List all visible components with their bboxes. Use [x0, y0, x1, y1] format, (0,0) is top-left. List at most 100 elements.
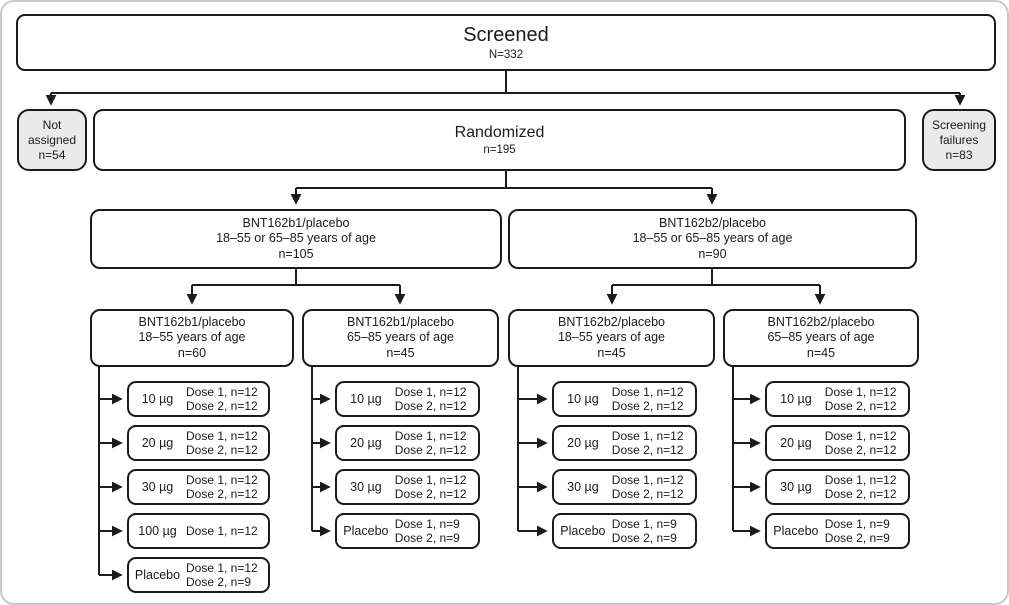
- randomized-title: Randomized: [454, 123, 545, 141]
- screening-failures-count: n=83: [945, 147, 973, 162]
- dose-counts: Dose 1, n=12 Dose 2, n=12: [186, 473, 268, 501]
- dose-line-2: Dose 2, n=12: [611, 443, 684, 457]
- group-ages: 65–85 years of age: [767, 330, 875, 345]
- dose-line-1: Dose 1, n=12: [611, 472, 684, 487]
- dose-line-1: Dose 1, n=12: [611, 428, 684, 443]
- group-name: BNT162b1/placebo: [346, 314, 455, 329]
- dose-line-1: Dose 1, n=12: [185, 560, 258, 575]
- dose-line-1: Dose 1, n=12: [824, 472, 897, 487]
- dose-line-2: Dose 2, n=9: [824, 531, 890, 545]
- group-ages: 65–85 years of age: [346, 330, 455, 345]
- screening-failures-box: Screening failures n=83: [922, 109, 996, 171]
- dose-box-c2-placebo: Placebo Dose 1, n=9 Dose 2, n=9: [335, 513, 480, 549]
- group-box-b1-younger: BNT162b1/placebo 18–55 years of age n=60: [90, 309, 294, 367]
- dose-box-c4-placebo: Placebo Dose 1, n=9 Dose 2, n=9: [765, 513, 910, 549]
- dose-box-c1-10ug: 10 µg Dose 1, n=12 Dose 2, n=12: [127, 381, 270, 417]
- dose-line-2: Dose 2, n=12: [824, 443, 897, 457]
- dose-line-2: Dose 2, n=12: [824, 399, 897, 413]
- dose-line-2: Dose 2, n=12: [185, 399, 258, 413]
- dose-box-c4-10ug: 10 µg Dose 1, n=12 Dose 2, n=12: [765, 381, 910, 417]
- dose-box-c3-placebo: Placebo Dose 1, n=9 Dose 2, n=9: [552, 513, 697, 549]
- group-box-b1-older: BNT162b1/placebo 65–85 years of age n=45: [302, 309, 499, 367]
- dose-line-2: Dose 2, n=9: [611, 531, 677, 545]
- arm-ages: 18–55 or 65–85 years of age: [632, 231, 793, 246]
- dose-line-1: Dose 1, n=9: [394, 516, 460, 531]
- dose-line-1: Dose 1, n=12: [185, 523, 258, 538]
- dose-counts: Dose 1, n=12 Dose 2, n=12: [395, 385, 478, 413]
- group-ages: 18–55 years of age: [138, 330, 246, 345]
- dose-box-c1-30ug: 30 µg Dose 1, n=12 Dose 2, n=12: [127, 469, 270, 505]
- dose-label: 30 µg: [350, 480, 382, 494]
- dose-line-1: Dose 1, n=12: [394, 384, 467, 399]
- arm-ages: 18–55 or 65–85 years of age: [216, 231, 376, 246]
- dose-box-c1-100ug: 100 µg Dose 1, n=12: [127, 513, 270, 549]
- group-count: n=45: [386, 345, 415, 360]
- dose-label: Placebo: [560, 524, 606, 538]
- dose-label: Placebo: [773, 524, 819, 538]
- not-assigned-count: n=54: [38, 147, 66, 162]
- not-assigned-box: Not assigned n=54: [17, 109, 87, 171]
- arm-count: n=105: [278, 246, 314, 261]
- group-ages: 18–55 years of age: [557, 330, 666, 345]
- dose-line-2: Dose 2, n=12: [611, 487, 684, 501]
- dose-label: 20 µg: [780, 436, 812, 450]
- dose-line-1: Dose 1, n=12: [824, 428, 897, 443]
- dose-counts: Dose 1, n=12 Dose 2, n=12: [186, 429, 268, 457]
- arm-name: BNT162b1/placebo: [242, 215, 350, 230]
- dose-box-c2-30ug: 30 µg Dose 1, n=12 Dose 2, n=12: [335, 469, 480, 505]
- dose-line-2: Dose 2, n=9: [185, 575, 252, 589]
- screening-failures-label: Screening failures: [931, 117, 987, 147]
- dose-box-c3-30ug: 30 µg Dose 1, n=12 Dose 2, n=12: [552, 469, 697, 505]
- dose-line-2: Dose 2, n=12: [185, 443, 258, 457]
- randomized-count: n=195: [483, 143, 516, 156]
- dose-counts: Dose 1, n=12 Dose 2, n=12: [612, 473, 695, 501]
- dose-label: Placebo: [134, 568, 181, 582]
- dose-label: 100 µg: [138, 524, 177, 538]
- group-count: n=60: [177, 345, 207, 360]
- dose-box-c3-10ug: 10 µg Dose 1, n=12 Dose 2, n=12: [552, 381, 697, 417]
- dose-box-c4-30ug: 30 µg Dose 1, n=12 Dose 2, n=12: [765, 469, 910, 505]
- dose-counts: Dose 1, n=9 Dose 2, n=9: [825, 517, 908, 545]
- dose-counts: Dose 1, n=9 Dose 2, n=9: [395, 517, 478, 545]
- dose-label: 10 µg: [567, 392, 599, 406]
- arm-box-bnt162b1: BNT162b1/placebo 18–55 or 65–85 years of…: [90, 209, 502, 269]
- dose-line-2: Dose 2, n=12: [394, 399, 467, 413]
- arm-count: n=90: [698, 246, 727, 261]
- dose-line-1: Dose 1, n=9: [611, 516, 677, 531]
- dose-label: 20 µg: [567, 436, 599, 450]
- dose-box-c2-20ug: 20 µg Dose 1, n=12 Dose 2, n=12: [335, 425, 480, 461]
- dose-line-1: Dose 1, n=12: [824, 384, 897, 399]
- dose-line-1: Dose 1, n=12: [611, 384, 684, 399]
- dose-label: 30 µg: [780, 480, 812, 494]
- dose-label: 20 µg: [141, 436, 174, 450]
- dose-counts: Dose 1, n=9 Dose 2, n=9: [612, 517, 695, 545]
- dose-label: 10 µg: [141, 392, 174, 406]
- dose-line-1: Dose 1, n=9: [824, 516, 890, 531]
- dose-line-1: Dose 1, n=12: [185, 428, 258, 443]
- screened-title: Screened: [463, 23, 549, 46]
- group-box-b2-older: BNT162b2/placebo 65–85 years of age n=45: [723, 309, 919, 367]
- dose-counts: Dose 1, n=12 Dose 2, n=12: [825, 385, 908, 413]
- dose-counts: Dose 1, n=12 Dose 2, n=12: [825, 429, 908, 457]
- not-assigned-label: Not assigned: [27, 117, 77, 147]
- dose-line-1: Dose 1, n=12: [394, 428, 467, 443]
- dose-line-1: Dose 1, n=12: [185, 384, 258, 399]
- group-name: BNT162b1/placebo: [138, 314, 246, 329]
- dose-counts: Dose 1, n=12 Dose 2, n=12: [395, 473, 478, 501]
- dose-line-2: Dose 2, n=12: [394, 443, 467, 457]
- dose-line-2: Dose 2, n=12: [611, 399, 684, 413]
- dose-counts: Dose 1, n=12 Dose 2, n=12: [825, 473, 908, 501]
- dose-box-c1-placebo: Placebo Dose 1, n=12 Dose 2, n=9: [127, 557, 270, 593]
- dose-box-c3-20ug: 20 µg Dose 1, n=12 Dose 2, n=12: [552, 425, 697, 461]
- dose-line-2: Dose 2, n=9: [394, 531, 460, 545]
- dose-label: 30 µg: [141, 480, 174, 494]
- dose-box-c2-10ug: 10 µg Dose 1, n=12 Dose 2, n=12: [335, 381, 480, 417]
- dose-counts: Dose 1, n=12 Dose 2, n=12: [395, 429, 478, 457]
- dose-label: 20 µg: [350, 436, 382, 450]
- dose-counts: Dose 1, n=12 Dose 2, n=12: [186, 385, 268, 413]
- dose-line-1: Dose 1, n=12: [394, 472, 467, 487]
- group-box-b2-younger: BNT162b2/placebo 18–55 years of age n=45: [508, 309, 715, 367]
- arm-box-bnt162b2: BNT162b2/placebo 18–55 or 65–85 years of…: [508, 209, 917, 269]
